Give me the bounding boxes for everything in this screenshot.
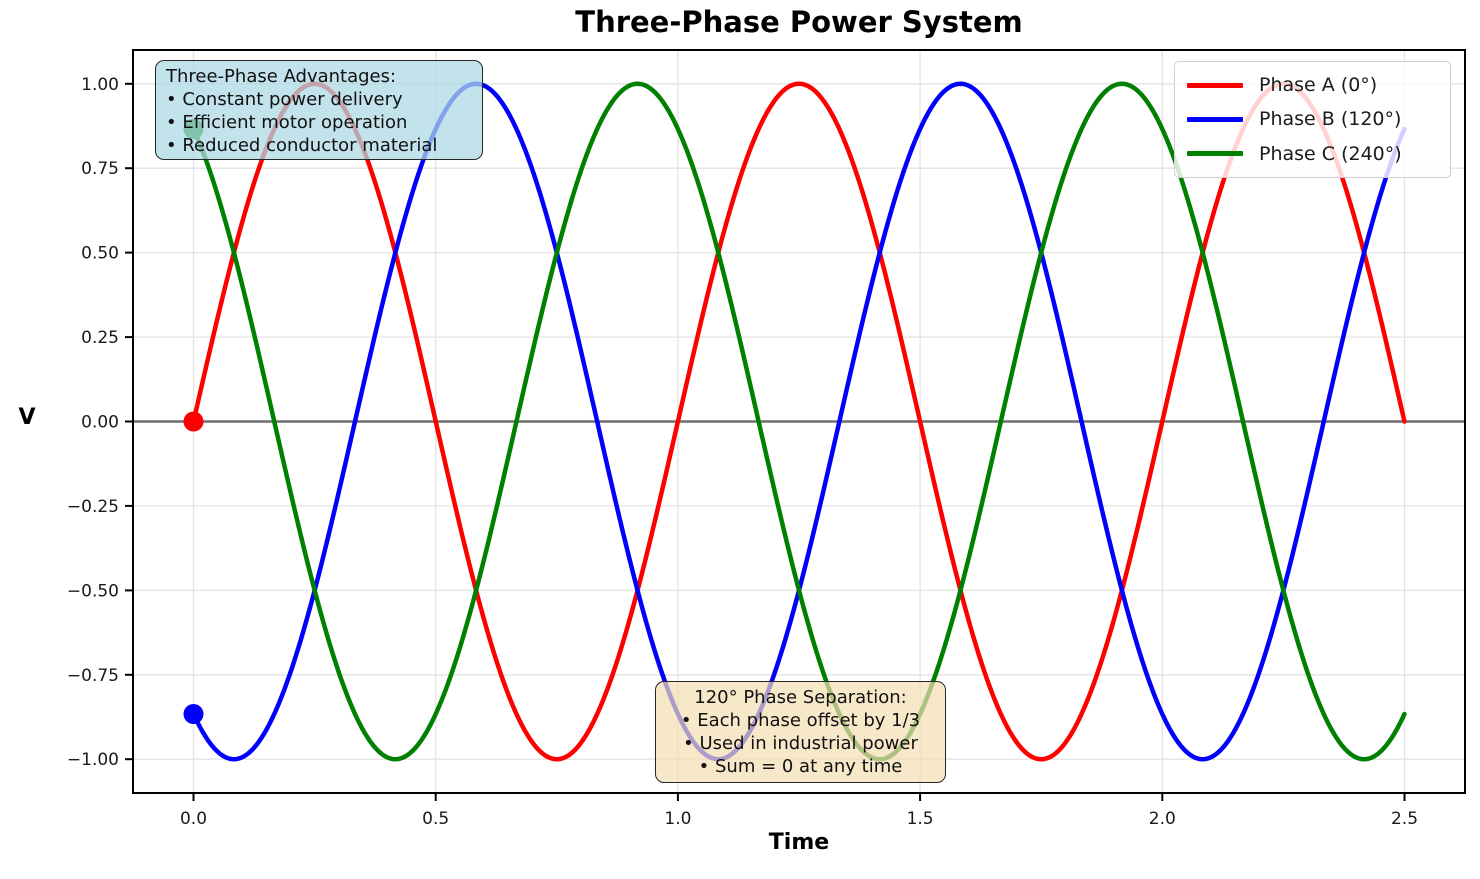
phase-curve-2 bbox=[191, 81, 1407, 762]
legend-line-swatch bbox=[1187, 151, 1243, 157]
separation-heading: 120° Phase Separation: bbox=[694, 687, 907, 708]
y-tick-label: 0.00 bbox=[81, 413, 119, 433]
legend: Phase A (0°) Phase B (120°) Phase C (240°) bbox=[1174, 61, 1451, 178]
start-marker-0 bbox=[183, 411, 204, 432]
legend-line-swatch bbox=[1187, 82, 1243, 88]
x-tick-label: 0.0 bbox=[180, 809, 207, 829]
advantages-bullet: • Efficient motor operation bbox=[166, 112, 408, 133]
start-marker-1 bbox=[183, 704, 204, 724]
x-tick-label: 1.5 bbox=[907, 809, 934, 829]
y-tick-label: 0.25 bbox=[81, 328, 119, 348]
advantages-annotation-box: Three-Phase Advantages: • Constant power… bbox=[155, 60, 483, 160]
y-tick-label: −0.25 bbox=[67, 497, 119, 517]
legend-line-swatch bbox=[1187, 116, 1243, 122]
legend-label: Phase A (0°) bbox=[1259, 74, 1378, 97]
chart-title: Three-Phase Power System bbox=[575, 5, 1023, 39]
legend-row-0: Phase A (0°) bbox=[1187, 74, 1438, 96]
x-tick-label: 2.0 bbox=[1149, 809, 1176, 829]
separation-annotation-box: 120° Phase Separation: • Each phase offs… bbox=[655, 681, 946, 783]
x-axis-label: Time bbox=[768, 830, 830, 855]
y-tick-label: 0.75 bbox=[81, 159, 119, 179]
x-tick-label: 1.0 bbox=[664, 809, 691, 829]
y-axis-label: V bbox=[18, 405, 36, 430]
separation-bullet: • Used in industrial power bbox=[683, 733, 918, 754]
y-tick-label: −0.50 bbox=[67, 581, 119, 601]
legend-label: Phase C (240°) bbox=[1259, 142, 1402, 165]
y-tick-label: 0.50 bbox=[81, 244, 119, 264]
separation-bullet: • Each phase offset by 1/3 bbox=[680, 710, 921, 731]
y-tick-label: 1.00 bbox=[81, 75, 119, 95]
legend-row-2: Phase C (240°) bbox=[1187, 143, 1438, 165]
legend-row-1: Phase B (120°) bbox=[1187, 108, 1438, 130]
separation-bullet: • Sum = 0 at any time bbox=[698, 756, 903, 777]
x-tick-label: 2.5 bbox=[1391, 809, 1418, 829]
y-tick-label: −1.00 bbox=[67, 750, 119, 770]
advantages-heading: Three-Phase Advantages: bbox=[166, 66, 397, 87]
advantages-bullet: • Reduced conductor material bbox=[166, 135, 438, 156]
y-tick-label: −0.75 bbox=[67, 666, 119, 686]
legend-label: Phase B (120°) bbox=[1259, 108, 1402, 131]
x-tick-label: 0.5 bbox=[422, 809, 449, 829]
advantages-bullet: • Constant power delivery bbox=[166, 89, 403, 110]
